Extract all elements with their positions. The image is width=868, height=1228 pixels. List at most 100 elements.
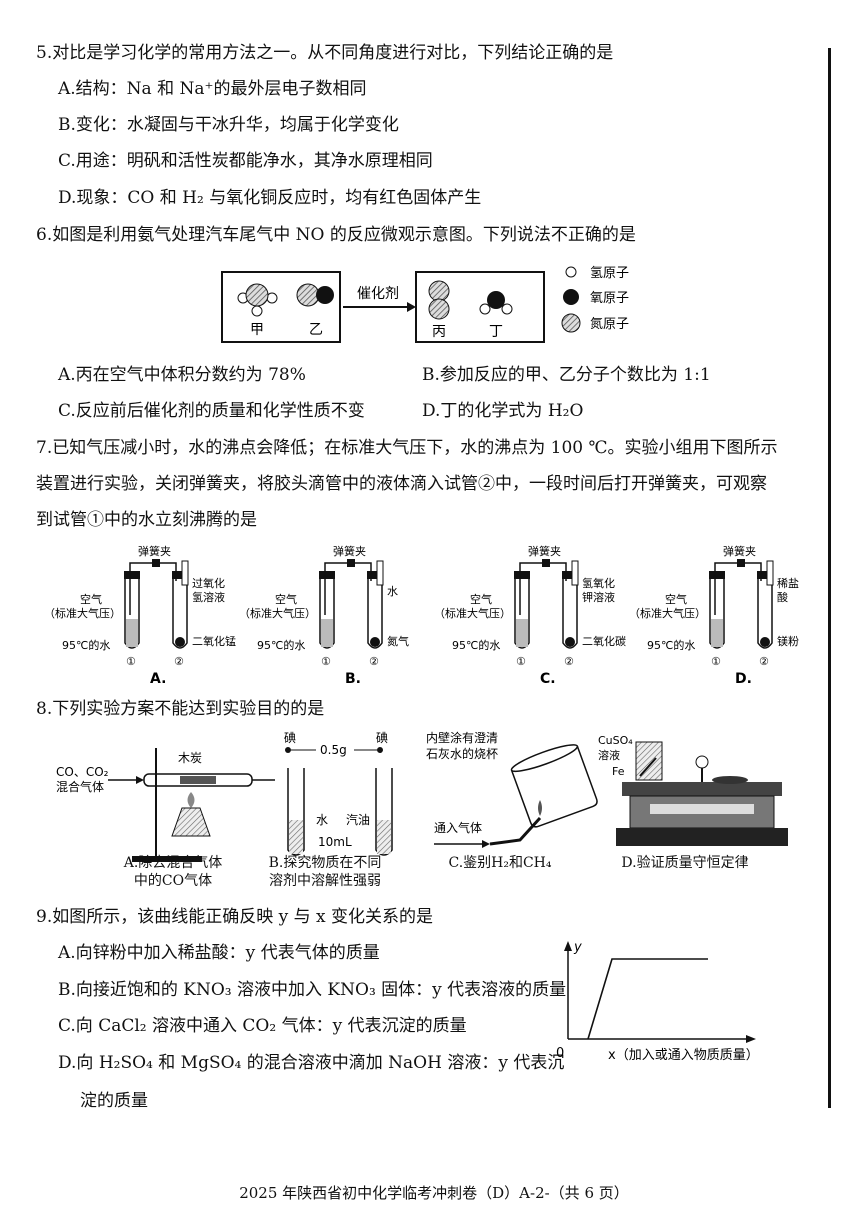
q6-reaction-diagram: 甲 乙 催化剂 丙 丁 氢原子 氧原子 氮原子 xyxy=(221,266,629,343)
page-edge-rule xyxy=(828,48,831,1108)
stopper-2 xyxy=(757,571,773,579)
q5-option-a: A.结构：Na 和 Na⁺的最外层电子数相同 xyxy=(58,79,367,99)
liquid-label: 稀盐 xyxy=(777,577,799,590)
stopper-1 xyxy=(319,571,335,579)
stopper-1 xyxy=(124,571,140,579)
q9-graph: y 0 x（加入或通入物质质量） xyxy=(556,940,759,1063)
figC-beaker2: 石灰水的烧杯 xyxy=(426,746,498,761)
air-pressure-label: （标准大气压） xyxy=(434,606,511,620)
liquid-label: 过氧化 xyxy=(192,576,225,590)
connecting-tube xyxy=(714,562,762,615)
test-tube-1 xyxy=(124,575,140,649)
water-in-tube-1 xyxy=(126,619,138,647)
figC-caption: C.鉴别H₂和CH₄ xyxy=(448,855,552,871)
q5-option-d: D.现象：CO 和 H₂ 与氧化铜反应时，均有红色固体产生 xyxy=(58,188,482,208)
solid-label: 二氧化碳 xyxy=(582,634,626,648)
legend-oxygen: 氧原子 xyxy=(590,291,629,306)
water-label: 95℃的水 xyxy=(647,638,695,652)
q6-option-d: D.丁的化学式为 H₂O xyxy=(422,401,584,421)
connecting-tube xyxy=(519,562,567,615)
figB-mass: 0.5g xyxy=(320,743,347,757)
q9-option-d-line1: D.向 H₂SO₄ 和 MgSO₄ 的混合溶液中滴加 NaOH 溶液：y 代表沉 xyxy=(58,1053,565,1073)
connecting-tube xyxy=(324,562,372,615)
dropper xyxy=(181,560,189,586)
air-label: 空气 xyxy=(665,592,687,606)
option-letter: B. xyxy=(345,671,361,687)
water-label: 95℃的水 xyxy=(62,638,110,652)
test-tube-1 xyxy=(319,575,335,649)
test-tube-2 xyxy=(757,575,773,649)
air-label: 空气 xyxy=(80,592,102,606)
q9-option-d-line2: 淀的质量 xyxy=(80,1091,148,1111)
figD-sol1: CuSO₄ xyxy=(598,734,633,747)
clip-label: 弹簧夹 xyxy=(528,545,561,558)
q9-option-a: A.向锌粉中加入稀盐酸：y 代表气体的质量 xyxy=(58,943,380,963)
figB-volume: 10mL xyxy=(318,835,352,849)
q8-stem: 8.下列实验方案不能达到实验目的的是 xyxy=(36,699,325,719)
solid-in-tube-2 xyxy=(175,637,185,647)
figA-carbon: 木炭 xyxy=(178,751,202,765)
water-in-tube-1 xyxy=(516,619,528,647)
stopper-2 xyxy=(562,571,578,579)
clip-label: 弹簧夹 xyxy=(333,545,366,558)
liquid-label: 水 xyxy=(387,585,398,598)
stopper-1 xyxy=(709,571,725,579)
solid-label: 氮气 xyxy=(387,634,409,648)
tube-2-number: ② xyxy=(564,655,574,668)
figB-petrol: 汽油 xyxy=(346,812,370,827)
legend-hydrogen: 氢原子 xyxy=(590,266,629,281)
figA-caption2: 中的CO气体 xyxy=(133,873,213,889)
figC-beaker1: 内壁涂有澄清 xyxy=(426,730,498,745)
clip-label: 弹簧夹 xyxy=(723,545,756,558)
solid-label: 二氧化锰 xyxy=(192,634,236,648)
h2o-h-atom xyxy=(479,303,491,315)
figB-iodine1: 碘 xyxy=(284,731,296,745)
h2o-o-atom xyxy=(487,291,505,309)
air-pressure-label: （标准大气压） xyxy=(239,606,316,620)
graph-origin: 0 xyxy=(556,1046,564,1061)
tube-1-number: ① xyxy=(126,655,136,668)
tube-2-number: ② xyxy=(759,655,769,668)
nh3-h-atom xyxy=(266,292,278,304)
tube-2-number: ② xyxy=(369,655,379,668)
dropper xyxy=(376,560,384,586)
liquid-label: 钾溶液 xyxy=(582,590,615,604)
label-jia: 甲 xyxy=(250,322,264,338)
option-letter: A. xyxy=(150,671,166,687)
q7-line1: 7.已知气压减小时，水的沸点会降低；在标准大气压下，水的沸点为 100 ℃。实验… xyxy=(36,438,778,458)
q6-stem: 6.如图是利用氨气处理汽车尾气中 NO 的反应微观示意图。下列说法不正确的是 xyxy=(36,225,636,245)
q9-stem: 9.如图所示，该曲线能正确反映 y 与 x 变化关系的是 xyxy=(36,907,434,927)
figB-iodine2: 碘 xyxy=(376,731,388,745)
solid-label: 镁粉 xyxy=(777,634,799,648)
liquid-label: 氢氧化 xyxy=(582,576,615,590)
air-pressure-label: （标准大气压） xyxy=(44,606,121,620)
nh3-h-atom xyxy=(251,305,263,317)
graph-y-label: y xyxy=(573,940,582,955)
test-tube-2 xyxy=(562,575,578,649)
q7-line2: 装置进行实验，关闭弹簧夹，将胶头滴管中的液体滴入试管②中，一段时间后打开弹簧夹，… xyxy=(36,474,767,494)
stopper-2 xyxy=(367,571,383,579)
test-tube-2 xyxy=(172,575,188,649)
q6-option-b: B.参加反应的甲、乙分子个数比为 1:1 xyxy=(422,365,711,385)
stopper-2 xyxy=(172,571,188,579)
q9-option-c: C.向 CaCl₂ 溶液中通入 CO₂ 气体：y 代表沉淀的质量 xyxy=(58,1016,467,1036)
tube-1-number: ① xyxy=(516,655,526,668)
connecting-tube xyxy=(129,562,177,615)
figD-caption: D.验证质量守恒定律 xyxy=(621,855,749,871)
spring-clip xyxy=(152,559,160,567)
figD-sol2: 溶液 xyxy=(598,748,620,762)
no-n-atom xyxy=(296,283,320,307)
label-bing: 丙 xyxy=(432,324,446,340)
q6-option-a: A.丙在空气中体积分数约为 78% xyxy=(58,365,306,385)
liquid-label: 氢溶液 xyxy=(192,590,225,604)
figB-caption1: B.探究物质在不同 xyxy=(268,855,382,871)
figA-gas2: 混合气体 xyxy=(56,779,104,794)
tube-2-number: ② xyxy=(174,655,184,668)
option-letter: C. xyxy=(540,671,556,687)
figA-caption1: A.除去混合气体 xyxy=(123,855,223,871)
spring-clip xyxy=(737,559,745,567)
